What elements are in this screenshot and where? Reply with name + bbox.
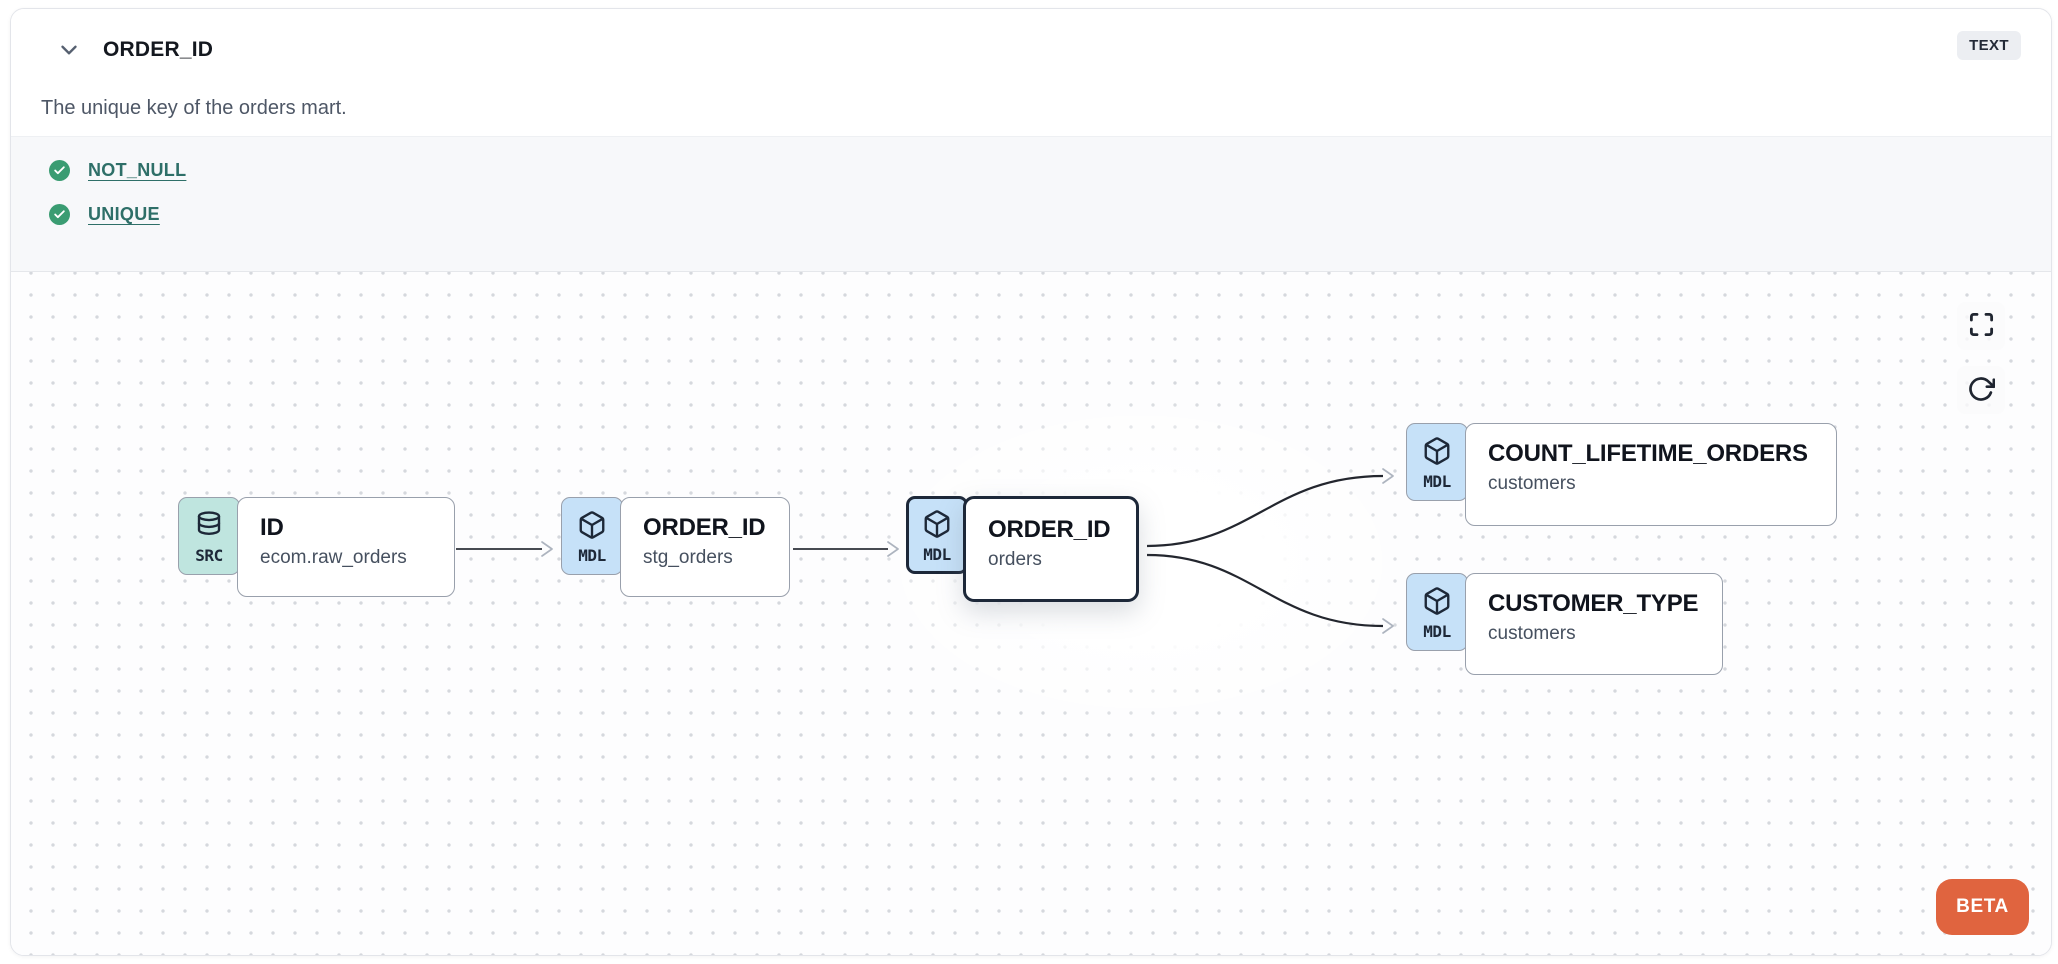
test-row: NOT_NULL	[49, 160, 2051, 181]
source-badge: SRC	[178, 497, 240, 575]
column-description: The unique key of the orders mart.	[41, 97, 347, 119]
database-icon	[194, 510, 224, 545]
node-card: ID ecom.raw_orders	[237, 497, 455, 597]
node-title: ID	[260, 514, 284, 541]
lineage-edges	[456, 468, 1394, 634]
model-badge: MDL	[1406, 423, 1468, 501]
beta-badge: BETA	[1936, 879, 2029, 935]
node-subtitle: stg_orders	[643, 547, 733, 568]
test-link-not-null[interactable]: NOT_NULL	[88, 160, 187, 180]
column-details-panel: ORDER_ID TEXT The unique key of the orde…	[10, 8, 2052, 956]
node-badge-label: MDL	[923, 544, 951, 564]
cube-icon	[1422, 436, 1452, 471]
refresh-icon	[1967, 375, 1996, 406]
cube-icon	[1422, 586, 1452, 621]
node-title: CUSTOMER_TYPE	[1488, 590, 1699, 617]
node-subtitle: orders	[988, 549, 1042, 570]
lineage-canvas[interactable]: SRC ID ecom.raw_orders MDL ORDER_ID stg_…	[11, 271, 2051, 955]
node-card: ORDER_ID orders	[963, 496, 1139, 602]
panel-header: ORDER_ID TEXT The unique key of the orde…	[11, 9, 2051, 136]
node-badge-label: SRC	[195, 545, 223, 565]
node-title: COUNT_LIFETIME_ORDERS	[1488, 440, 1808, 467]
refresh-layout-button[interactable]	[1957, 366, 2005, 414]
model-badge: MDL	[561, 497, 623, 575]
node-card: ORDER_ID stg_orders	[620, 497, 790, 597]
node-subtitle: customers	[1488, 623, 1576, 644]
node-card: COUNT_LIFETIME_ORDERS customers	[1465, 423, 1837, 526]
node-subtitle: ecom.raw_orders	[260, 547, 407, 568]
node-badge-label: MDL	[578, 545, 606, 565]
node-card: CUSTOMER_TYPE customers	[1465, 573, 1723, 675]
cube-icon	[922, 509, 952, 544]
fullscreen-icon	[1968, 311, 1995, 341]
node-title: ORDER_ID	[643, 514, 766, 541]
check-circle-icon	[49, 160, 70, 181]
node-badge-label: MDL	[1423, 471, 1451, 491]
fullscreen-button[interactable]	[1957, 302, 2005, 350]
test-link-unique[interactable]: UNIQUE	[88, 204, 160, 224]
column-name-title: ORDER_ID	[103, 38, 214, 61]
check-circle-icon	[49, 204, 70, 225]
chevron-down-icon	[56, 37, 82, 66]
tests-section: NOT_NULL UNIQUE	[11, 136, 2051, 271]
data-type-badge: TEXT	[1957, 31, 2021, 60]
model-badge: MDL	[1406, 573, 1468, 651]
model-badge: MDL	[906, 496, 968, 574]
collapse-toggle-button[interactable]	[53, 35, 85, 67]
node-subtitle: customers	[1488, 473, 1576, 494]
node-badge-label: MDL	[1423, 621, 1451, 641]
test-row: UNIQUE	[49, 204, 2051, 225]
node-title: ORDER_ID	[988, 516, 1111, 543]
cube-icon	[577, 510, 607, 545]
